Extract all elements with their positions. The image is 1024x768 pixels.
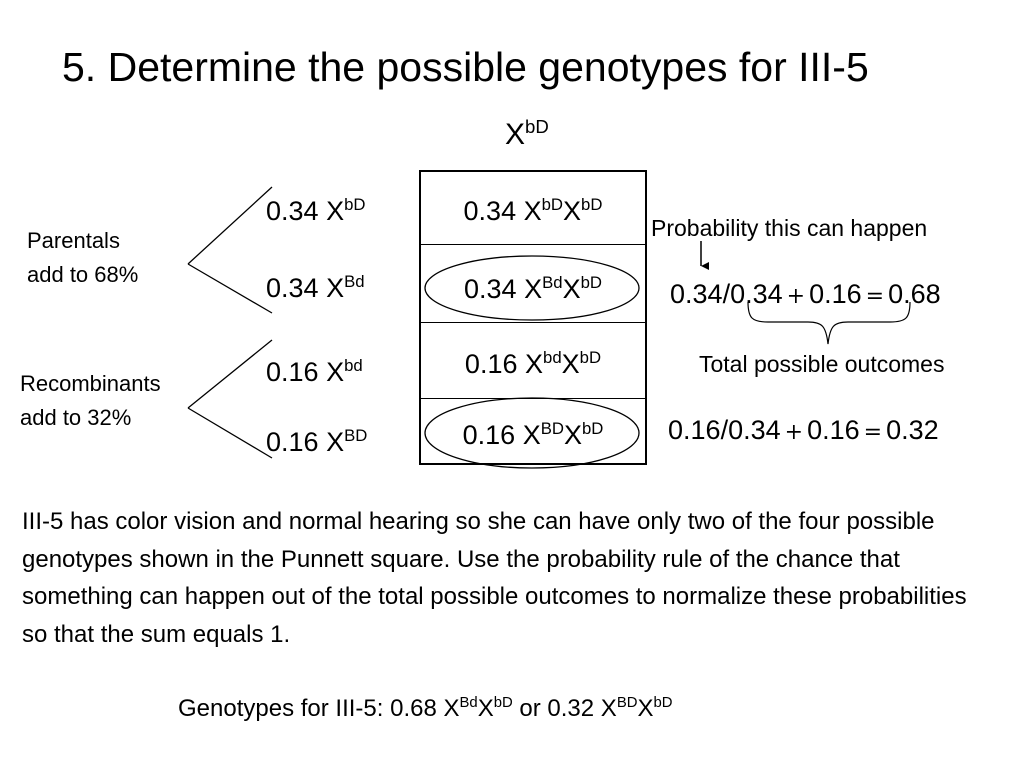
allele-freq: 0.34 — [266, 196, 319, 226]
parentals-line1: Parentals — [27, 228, 120, 253]
cell-base: X — [522, 420, 541, 450]
cell-sup: bD — [581, 418, 604, 438]
cell-freq: 0.16 — [462, 420, 516, 450]
punnett-cell-2: 0.34 XBdXbD — [421, 272, 645, 305]
allele-label-2: 0.34 XBd — [266, 271, 365, 304]
allele-base: X — [326, 357, 345, 387]
answer-sup: bD — [493, 695, 513, 712]
answer-base: X — [637, 695, 654, 722]
cell-base: X — [524, 274, 543, 304]
allele-freq: 0.16 — [266, 357, 319, 387]
grid-divider — [421, 244, 645, 245]
parentals-line2: add to 68% — [27, 262, 139, 287]
cell-freq: 0.34 — [464, 274, 517, 304]
allele-sup: bD — [344, 194, 366, 214]
recombinants-bracket-line-top — [187, 339, 273, 409]
punnett-cell-4: 0.16 XBDXbD — [421, 418, 645, 451]
parentals-bracket-line-top — [187, 186, 273, 265]
cell-base: X — [563, 420, 582, 450]
allele-label-3: 0.16 Xbd — [266, 355, 363, 388]
formula-recombinants: 0.16/0.34+0.16=0.32 — [668, 415, 939, 446]
allele-base: X — [326, 427, 345, 457]
formula-numerator: 0.34 — [670, 279, 723, 309]
answer-prefix: Genotypes for III-5: 0.68 — [178, 695, 437, 722]
recombinants-line2: add to 32% — [20, 405, 132, 430]
formula-term: 0.16 — [807, 415, 860, 445]
answer-or: or 0.32 — [519, 695, 595, 722]
allele-sup: BD — [344, 425, 368, 445]
punnett-cell-1: 0.34 XbDXbD — [421, 194, 645, 227]
formula-term: 0.16 — [809, 279, 862, 309]
recombinants-label: Recombinants add to 32% — [20, 367, 161, 435]
cell-base: X — [523, 196, 542, 226]
recombinants-bracket-line-bottom — [187, 407, 273, 459]
parentals-label: Parentals add to 68% — [27, 224, 138, 292]
allele-label-1: 0.34 XbD — [266, 194, 366, 227]
allele-label-4: 0.16 XBD — [266, 425, 368, 458]
grid-divider — [421, 322, 645, 323]
answer-sup: bD — [653, 695, 673, 712]
formula-equals: = — [865, 284, 885, 309]
column-header-sup: bD — [525, 115, 549, 137]
cell-base: X — [562, 274, 581, 304]
genotype-answer: Genotypes for III-5: 0.68 XBdXbD or 0.32… — [178, 695, 673, 723]
answer-base: X — [443, 695, 460, 722]
answer-base: X — [477, 695, 494, 722]
column-header-base: X — [505, 118, 526, 151]
explanation-paragraph: III-5 has color vision and normal hearin… — [22, 508, 967, 648]
punnett-column-header: XbD — [505, 115, 549, 152]
answer-base: X — [600, 695, 617, 722]
punnett-cell-3: 0.16 XbdXbD — [421, 347, 645, 380]
cell-base: X — [525, 349, 544, 379]
parentals-bracket-line-bottom — [187, 263, 273, 314]
cell-sup: bD — [541, 194, 564, 214]
formula-term: 0.34 — [730, 279, 783, 309]
total-outcomes-label: Total possible outcomes — [699, 351, 945, 377]
allele-base: X — [326, 196, 345, 226]
recombinants-line1: Recombinants — [20, 371, 161, 396]
cell-sup: bD — [579, 347, 602, 367]
formula-result: 0.68 — [888, 279, 941, 309]
cell-sup: Bd — [542, 272, 563, 292]
cell-base: X — [563, 196, 582, 226]
probability-label: Probability this can happen — [651, 215, 928, 241]
answer-sup: BD — [616, 695, 638, 712]
answer-sup: Bd — [459, 695, 478, 712]
formula-parentals: 0.34/0.34+0.16=0.68 — [670, 279, 941, 310]
slide-title: 5. Determine the possible genotypes for … — [62, 44, 869, 90]
allele-sup: bd — [344, 355, 363, 375]
cell-sup: bD — [580, 272, 602, 292]
allele-freq: 0.34 — [266, 273, 319, 303]
formula-numerator: 0.16 — [668, 415, 721, 445]
cell-base: X — [561, 349, 580, 379]
punnett-square: 0.34 XbDXbD 0.34 XBdXbD 0.16 XbdXbD 0.16… — [419, 170, 647, 465]
cell-sup: bd — [543, 347, 562, 367]
cell-sup: BD — [540, 418, 564, 438]
allele-sup: Bd — [344, 271, 365, 291]
allele-base: X — [326, 273, 345, 303]
grid-divider — [421, 398, 645, 399]
formula-slash: / — [720, 415, 729, 445]
cell-freq: 0.16 — [464, 349, 518, 379]
cell-sup: bD — [581, 194, 603, 214]
allele-freq: 0.16 — [266, 427, 319, 457]
formula-plus: + — [784, 420, 804, 445]
formula-slash: / — [722, 279, 731, 309]
formula-equals: = — [863, 420, 883, 445]
cell-freq: 0.34 — [463, 196, 517, 226]
formula-result: 0.32 — [886, 415, 939, 445]
formula-term: 0.34 — [728, 415, 781, 445]
formula-plus: + — [786, 284, 806, 309]
